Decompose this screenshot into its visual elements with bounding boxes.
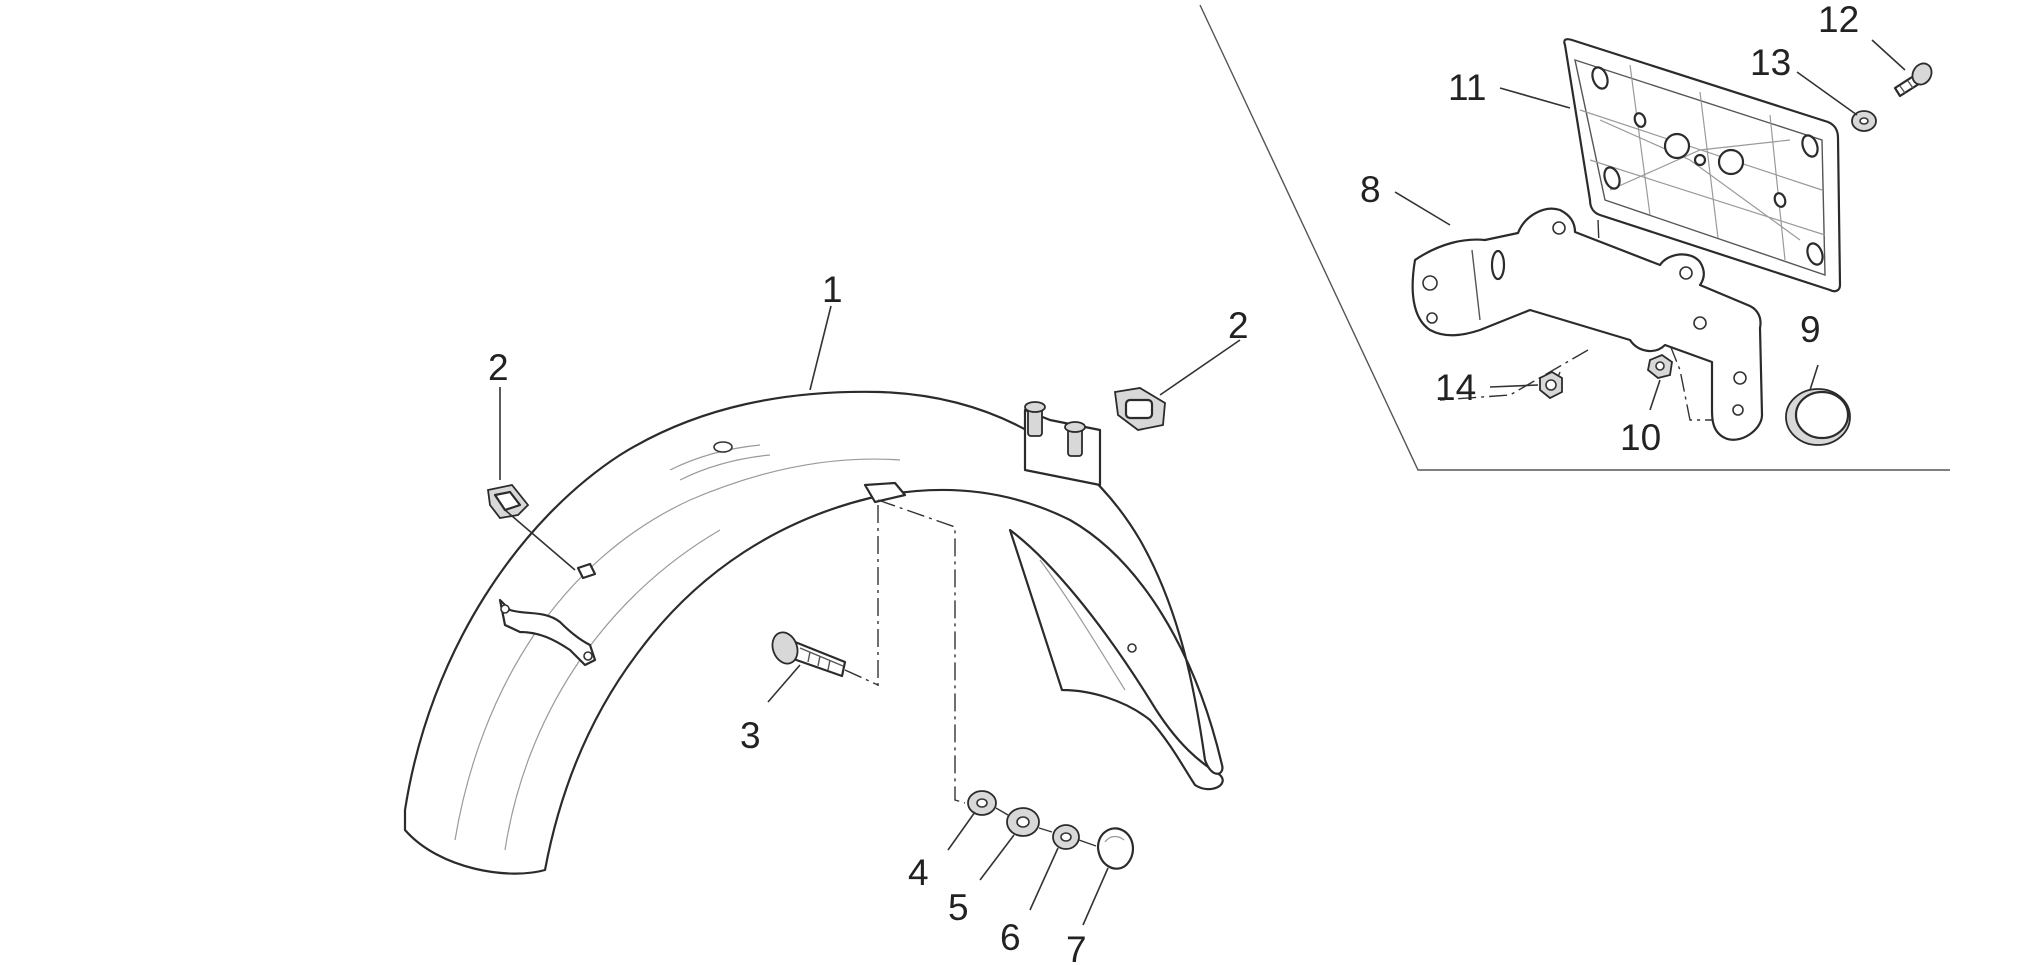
screw[interactable] <box>768 629 847 678</box>
callout-1: 1 <box>822 269 843 310</box>
callout-11: 11 <box>1448 67 1486 108</box>
bolt-12[interactable] <box>1893 60 1935 98</box>
callout-9: 9 <box>1800 309 1821 350</box>
rear-fender[interactable] <box>403 390 1224 875</box>
callout-10: 10 <box>1620 417 1661 458</box>
license-plate-holder[interactable] <box>1563 38 1842 293</box>
callout-2-right: 2 <box>1228 305 1249 346</box>
washer-6[interactable] <box>1052 824 1080 850</box>
leader-lines <box>499 39 1906 926</box>
fender-clip-right[interactable] <box>1113 387 1166 431</box>
washer-4[interactable] <box>967 790 997 816</box>
callout-14: 14 <box>1435 367 1476 408</box>
callout-8: 8 <box>1360 169 1381 210</box>
callout-6: 6 <box>1000 917 1021 958</box>
spacer-5[interactable] <box>1006 807 1040 837</box>
cap-nut-7[interactable] <box>1096 827 1134 870</box>
callout-4: 4 <box>908 852 929 893</box>
callout-7: 7 <box>1066 929 1087 965</box>
nut-10[interactable] <box>1647 353 1673 379</box>
nut-14[interactable] <box>1539 370 1563 400</box>
callout-13: 13 <box>1750 42 1791 83</box>
callout-2-left: 2 <box>488 347 509 388</box>
callout-12: 12 <box>1818 0 1859 40</box>
washer-13[interactable] <box>1851 110 1877 132</box>
callout-labels: 1 2 2 3 4 5 6 7 8 9 10 11 12 13 14 <box>488 0 1859 965</box>
callout-3: 3 <box>740 715 761 756</box>
grommet-9[interactable] <box>1785 388 1851 446</box>
fender-clip-left[interactable] <box>486 484 530 519</box>
callout-5: 5 <box>948 887 969 928</box>
inset-panel-border <box>1199 4 1950 471</box>
plate-support-bracket[interactable] <box>1411 207 1764 441</box>
